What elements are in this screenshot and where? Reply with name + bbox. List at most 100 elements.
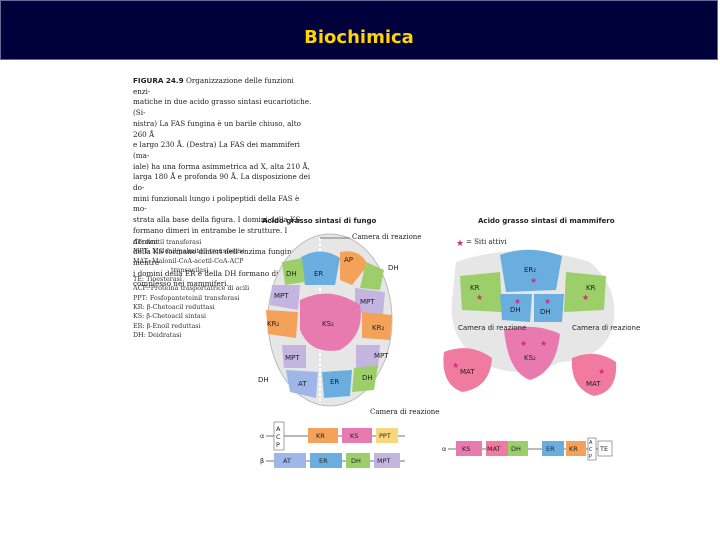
- track-domain: KS: [350, 432, 358, 440]
- domain-shape: [443, 348, 492, 392]
- mammal-domain-label: MAT: [460, 368, 475, 376]
- legend-item: MAT: Malonil-CoA-acetil-CoA-ACP: [133, 256, 244, 265]
- caption-line-8: formano dimeri in entrambe le strutture.…: [133, 225, 288, 246]
- fungal-fas-diagram: AP ER DH DH MPT MPT KS₂ KR₂ KR₂ MPT MPT …: [258, 233, 399, 407]
- caption-line-9: della KS formano dimeri nell'enzima fung…: [133, 247, 299, 267]
- active-site-star-icon: ★: [476, 293, 483, 302]
- track-domain: AT: [283, 457, 291, 465]
- at-box: [274, 453, 306, 468]
- bottom-chamber-label: Camera di reazione: [370, 408, 440, 416]
- domain-shape: [460, 272, 502, 312]
- active-site-star-icon: ★: [582, 293, 589, 302]
- legend-item: AT: Acetil transferasi: [133, 238, 202, 246]
- acp-box: [587, 437, 597, 461]
- track-domain: MAT: [487, 445, 501, 453]
- track-domain: KR: [316, 432, 325, 440]
- mammal-domain-label: KR: [470, 284, 480, 292]
- mammal-domain-label: DH: [540, 308, 551, 316]
- te-box: [597, 440, 613, 457]
- active-site-star-icon: ★: [530, 276, 537, 285]
- mat-box: [486, 441, 508, 456]
- fungal-domain-label: MPT: [285, 354, 300, 362]
- active-site-star-icon: ★: [520, 339, 527, 348]
- caption-line-6: mini funzionali lungo i polipeptidi dell…: [133, 193, 300, 214]
- fungal-domain-label: KR₂: [372, 324, 384, 332]
- mammal-fas-title: Acido grasso sintasi di mammifero: [478, 217, 615, 225]
- track-domain: DH: [511, 445, 521, 453]
- ks-box: [342, 428, 372, 443]
- mammal-domain-track: α KS MAT DH ER KR A C P TE: [442, 437, 613, 461]
- legend-item: PPT: Fosfopanteteinil transferasi: [133, 293, 240, 302]
- fungal-domain-tracks: α A C P KR KS PPT β AT ER DH MPT: [260, 421, 405, 468]
- caption-line-10: i domini della ER e della DH formano dim…: [133, 268, 309, 278]
- active-site-star-icon: ★: [452, 361, 459, 370]
- fungal-fas-title: Acido grasso sintasi di fungo: [262, 217, 377, 225]
- domain-shape: [282, 258, 305, 285]
- kr-box: [308, 428, 338, 443]
- acp-box: [273, 421, 285, 451]
- active-site-star-icon: ★: [544, 297, 551, 306]
- fungal-domain-label: ER: [330, 378, 339, 386]
- caption-line-7: strata alla base della figura. I domini …: [133, 215, 301, 225]
- figure-label: FIGURA 24.9: [133, 76, 184, 85]
- mammal-alpha-label: α: [442, 445, 446, 453]
- domain-shape: [356, 345, 380, 368]
- active-site-star-icon: ★: [540, 339, 547, 348]
- mammal-domain-label: KR: [586, 284, 596, 292]
- track-domain: DH: [351, 457, 361, 465]
- mammal-chamber-right: Camera di reazione: [572, 324, 640, 332]
- fungal-domain-label: KR₂: [267, 320, 279, 328]
- mammal-chamber-left: Camera di reazione: [458, 324, 526, 332]
- domain-shape: [340, 251, 368, 285]
- legend-item: MPT: Malonil/palmitoil transferasi: [133, 247, 245, 256]
- fungal-domain-label: MPT: [360, 298, 375, 306]
- mammal-fas-diagram: ★ ER₂ KR KR DH DH KS₂ MAT MAT Camera di …: [443, 239, 640, 396]
- domain-shape: [500, 249, 562, 292]
- active-sites-legend: = Siti attivi: [466, 238, 507, 246]
- caption-line-5: larga 180 Å e profonda 90 Å. La disposiz…: [133, 172, 311, 193]
- domain-shape: [504, 326, 560, 380]
- er-box: [542, 441, 564, 456]
- legend-item: KR: β-Chetoacil reduttasi: [133, 303, 215, 312]
- dh-box: [346, 453, 370, 468]
- mpt-box: [374, 453, 400, 468]
- abbreviation-legend: AT: Acetil transferasi MPT: Malonil/palm…: [133, 238, 283, 340]
- domain-shape: [300, 251, 340, 285]
- fungal-chamber-label: Camera di reazione: [352, 233, 422, 241]
- track-domain: TE: [599, 445, 608, 453]
- track-domain: A: [276, 425, 281, 433]
- track-domain: A: [589, 440, 593, 446]
- fungal-domain-label: MPT: [274, 292, 289, 300]
- track-domain: P: [589, 454, 592, 460]
- fungal-domain-label: DH: [388, 264, 399, 272]
- domain-shape: [270, 285, 300, 310]
- track-domain: ER: [546, 445, 555, 453]
- active-site-star-icon: ★: [598, 367, 605, 376]
- legend-item: KS: β-Chetoacil sintasi: [133, 312, 207, 321]
- alpha-chain-label: α: [260, 432, 264, 440]
- track-domain: C: [589, 447, 593, 453]
- legend-item: DH: Deidratasi: [133, 330, 182, 339]
- track-domain: KS: [462, 445, 470, 453]
- track-domain: P: [276, 441, 280, 449]
- fungal-domain-label: MPT: [374, 352, 389, 360]
- fungal-domain-label: DH: [362, 374, 373, 382]
- beta-chain-label: β: [260, 457, 264, 465]
- ppt-box: [376, 428, 398, 443]
- mammal-domain-label: ER₂: [524, 266, 536, 274]
- track-domain: MPT: [377, 457, 391, 465]
- slide-title: Biochimica: [304, 27, 414, 48]
- track-domain: PPT: [379, 432, 391, 440]
- domain-shape: [300, 293, 361, 351]
- caption-line-0: Organizzazione delle funzioni enzi-: [133, 76, 294, 96]
- slide-title-bar: Biochimica: [0, 0, 718, 60]
- domain-shape: [500, 294, 532, 322]
- fungal-domain-label: AP: [344, 256, 353, 264]
- caption-line-2: nistra) La FAS fungina è un barile chius…: [133, 118, 301, 139]
- mammal-domain-label: MAT: [586, 380, 601, 388]
- track-domain: C: [276, 433, 281, 441]
- domain-shape: [352, 365, 378, 392]
- dh-box: [508, 441, 528, 456]
- domain-shape: [564, 272, 606, 312]
